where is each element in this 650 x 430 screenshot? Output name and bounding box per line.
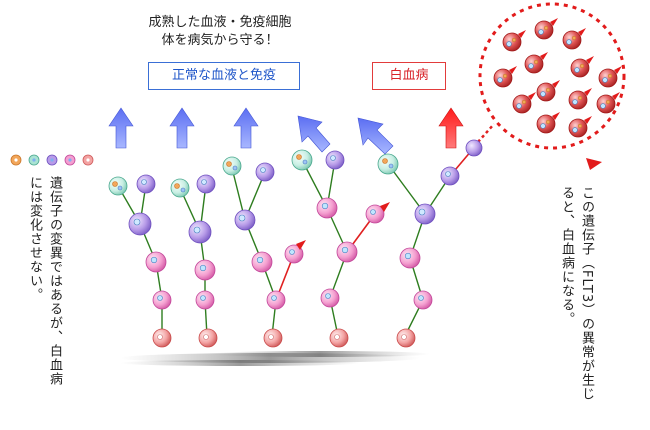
right-note: この遺伝子（FLT3）の異常が生じると、白血病になる。	[559, 186, 594, 402]
red-up-arrow	[438, 107, 464, 149]
teal-nuclei	[112, 154, 388, 189]
teal-mature-cells	[108, 149, 399, 198]
blue-up-arrows	[108, 107, 394, 155]
leukemic-nuclei	[497, 25, 613, 133]
root-cells	[152, 328, 416, 348]
mutation-flags	[296, 202, 390, 250]
headline-line-2: 体を病気から守る！	[161, 33, 279, 48]
headline-line-1: 成熟した血液・免疫細胞	[148, 15, 292, 30]
pink-progenitor-cells	[145, 197, 433, 310]
normal-blood-box: 正常な血液と免疫	[148, 62, 300, 90]
leukemia-cluster-outline	[478, 2, 626, 150]
leukemic-cells	[493, 20, 618, 138]
nucleus-dots	[150, 202, 424, 301]
lineage-links	[117, 159, 451, 337]
leukemia-box: 白血病	[372, 62, 446, 90]
purple-cells	[128, 150, 460, 244]
left-note: 遺伝子の変異ではあるが、白血病には変化させない。	[27, 176, 62, 386]
ground-shadows	[120, 351, 430, 366]
red-pointer-icon	[586, 158, 602, 170]
teal-nuclei-blue	[117, 159, 394, 193]
purple-nuclei	[133, 155, 451, 234]
leukemia-cluster	[478, 2, 626, 150]
cells	[108, 139, 483, 348]
cell-legend-dots	[10, 154, 94, 166]
headline: 成熟した血液・免疫細胞 体を病気から守る！	[120, 14, 320, 50]
leukemic-flags	[509, 18, 622, 124]
